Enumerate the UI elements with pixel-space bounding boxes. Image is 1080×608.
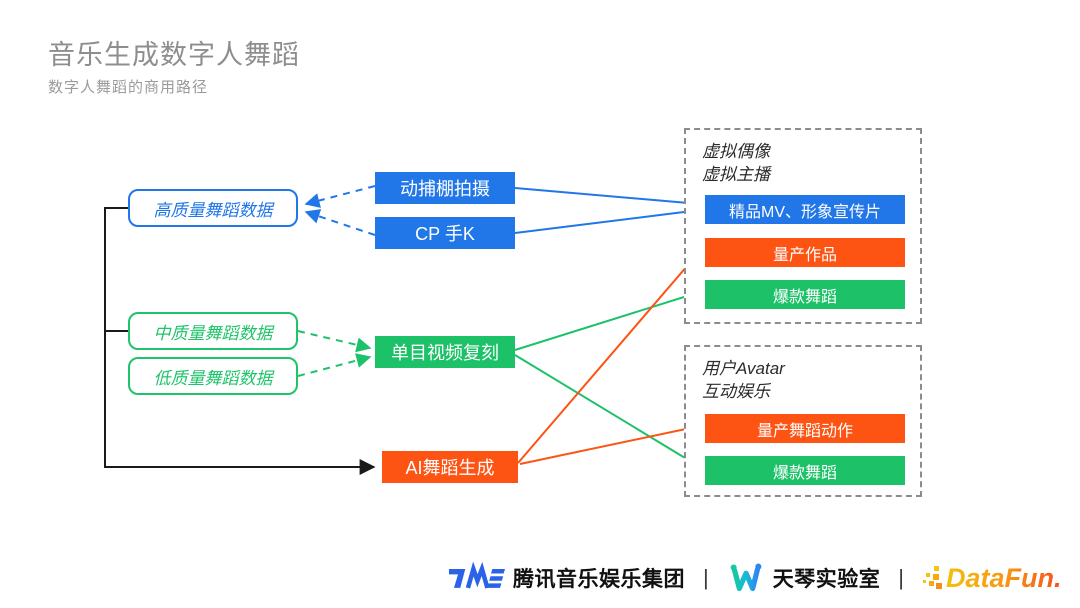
node-high-quality-dance-data: 高质量舞蹈数据 xyxy=(128,189,298,227)
tme-logo-text: 腾讯音乐娱乐集团 xyxy=(513,568,685,591)
footer-logos: 腾讯音乐娱乐集团 | 天琴实验室 | xyxy=(449,556,1061,600)
node-label: CP 手K xyxy=(415,224,475,244)
page-title: 音乐生成数字人舞蹈 xyxy=(48,40,300,70)
node-label: 中质量舞蹈数据 xyxy=(153,323,273,343)
group-title-line1: 用户Avatar xyxy=(702,359,785,378)
footer-separator: | xyxy=(703,565,709,590)
node-cp-handkey: CP 手K xyxy=(375,217,515,249)
node-label: 高质量舞蹈数据 xyxy=(153,200,273,220)
tianqin-logo-text: 天琴实验室 xyxy=(772,568,881,591)
node-label: 动捕棚拍摄 xyxy=(400,179,490,199)
tme-logo-icon xyxy=(449,561,505,589)
node-label: 单目视频复刻 xyxy=(391,343,499,363)
node-label: 低质量舞蹈数据 xyxy=(153,368,273,388)
footer-separator: | xyxy=(898,565,904,590)
node-ai-dance-generation: AI舞蹈生成 xyxy=(382,451,518,483)
node-mocap-studio: 动捕棚拍摄 xyxy=(375,172,515,204)
node-hit-dance-2: 爆款舞蹈 xyxy=(705,456,905,485)
group-user-avatar: 用户Avatar 互动娱乐 量产舞蹈动作 爆款舞蹈 xyxy=(684,345,922,497)
node-mass-produced-works: 量产作品 xyxy=(705,238,905,267)
node-label: 爆款舞蹈 xyxy=(772,464,837,482)
group-title-line2: 互动娱乐 xyxy=(702,382,770,401)
node-label: AI舞蹈生成 xyxy=(405,458,495,478)
group-title: 虚拟偶像虚拟主播 xyxy=(702,140,770,186)
group-virtual-idol: 虚拟偶像虚拟主播 精品MV、形象宣传片 量产作品 爆款舞蹈 xyxy=(684,128,922,324)
tianqin-logo-icon xyxy=(730,563,762,592)
group-title-line2: 虚拟主播 xyxy=(702,165,770,184)
node-label: 爆款舞蹈 xyxy=(772,288,837,306)
datafun-logo: DataFun. xyxy=(922,562,1062,594)
group-title-line1: 虚拟偶像 xyxy=(702,142,770,161)
node-label: 精品MV、形象宣传片 xyxy=(728,203,881,221)
node-mass-produced-dance-moves: 量产舞蹈动作 xyxy=(705,414,905,443)
node-mid-quality-dance-data: 中质量舞蹈数据 xyxy=(128,312,298,350)
datafun-logo-text: DataFun. xyxy=(945,562,1062,593)
node-monocular-video-recreate: 单目视频复刻 xyxy=(375,336,515,368)
page-subtitle: 数字人舞蹈的商用路径 xyxy=(48,79,209,96)
node-label: 量产作品 xyxy=(772,246,837,264)
node-hit-dance-1: 爆款舞蹈 xyxy=(705,280,905,309)
node-premium-mv: 精品MV、形象宣传片 xyxy=(705,195,905,224)
datafun-dots-icon xyxy=(922,565,942,589)
group-title: 用户Avatar 互动娱乐 xyxy=(702,357,785,403)
node-low-quality-dance-data: 低质量舞蹈数据 xyxy=(128,357,298,395)
node-label: 量产舞蹈动作 xyxy=(756,422,853,440)
